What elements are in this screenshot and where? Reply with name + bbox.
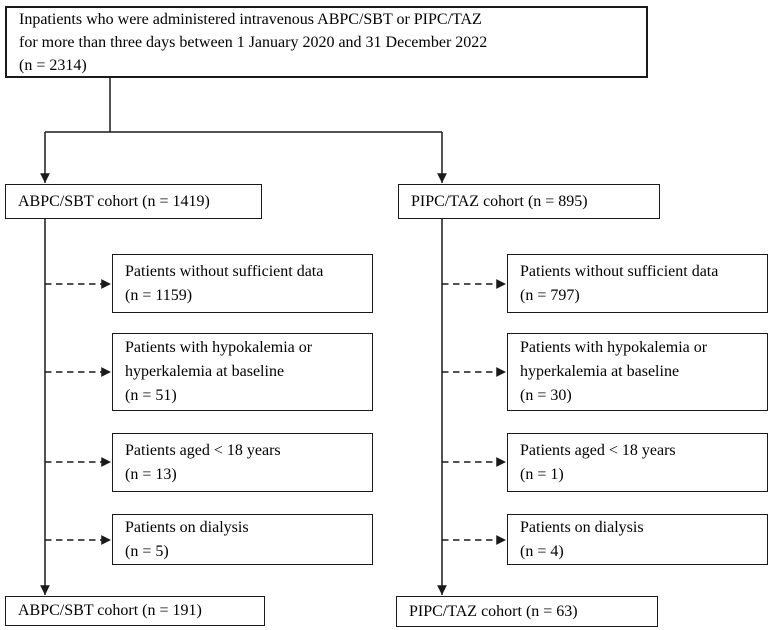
right-exclusion-kalemia-box: Patients with hypokalemia or hyperkalemi… [507,333,768,411]
top-population-line: for more than three days between 1 Janua… [19,33,488,51]
exclusion-line: Patients with hypokalemia or [125,339,313,356]
exclusion-line: Patients without sufficient data [520,262,719,280]
exclusion-line: (n = 30) [520,387,572,404]
left-exclusion-insufficient-data-box: Patients without sufficient data (n = 11… [112,254,373,313]
top-population-line: (n = 2314) [19,56,87,74]
right-cohort-label: PIPC/TAZ cohort (n = 895) [411,192,588,210]
exclusion-line: (n = 51) [125,387,177,404]
exclusion-line: Patients on dialysis [520,518,644,536]
exclusion-line: (n = 13) [125,465,177,483]
left-final-cohort-label: ABPC/SBT cohort (n = 191) [18,602,202,619]
exclusion-line: Patients with hypokalemia or [520,339,708,356]
exclusion-line: Patients aged < 18 years [125,441,281,459]
left-exclusion-dialysis-box: Patients on dialysis (n = 5) [112,514,373,565]
right-final-cohort-label: PIPC/TAZ cohort (n = 63) [409,602,578,620]
exclusion-line: (n = 5) [125,542,169,560]
exclusion-line: Patients without sufficient data [125,262,324,280]
left-exclusion-kalemia-box: Patients with hypokalemia or hyperkalemi… [112,333,373,411]
top-population-line: Inpatients who were administered intrave… [19,10,482,28]
top-population-box: Inpatients who were administered intrave… [5,6,648,78]
exclusion-line: hyperkalemia at baseline [125,363,285,380]
left-exclusion-age-box: Patients aged < 18 years (n = 13) [112,433,373,492]
left-cohort-box: ABPC/SBT cohort (n = 1419) [5,184,262,219]
right-final-cohort-box: PIPC/TAZ cohort (n = 63) [396,596,658,627]
exclusion-line: Patients aged < 18 years [520,441,676,459]
left-final-cohort-box: ABPC/SBT cohort (n = 191) [5,596,265,626]
left-cohort-label: ABPC/SBT cohort (n = 1419) [18,192,210,210]
right-exclusion-insufficient-data-box: Patients without sufficient data (n = 79… [507,254,768,313]
exclusion-line: (n = 1) [520,465,564,483]
exclusion-line: (n = 4) [520,542,564,560]
right-exclusion-dialysis-box: Patients on dialysis (n = 4) [507,514,768,565]
exclusion-line: Patients on dialysis [125,518,249,536]
exclusion-line: (n = 797) [520,286,580,304]
exclusion-line: hyperkalemia at baseline [520,363,680,380]
exclusion-line: (n = 1159) [125,286,193,304]
right-cohort-box: PIPC/TAZ cohort (n = 895) [398,184,660,219]
right-exclusion-age-box: Patients aged < 18 years (n = 1) [507,433,768,492]
